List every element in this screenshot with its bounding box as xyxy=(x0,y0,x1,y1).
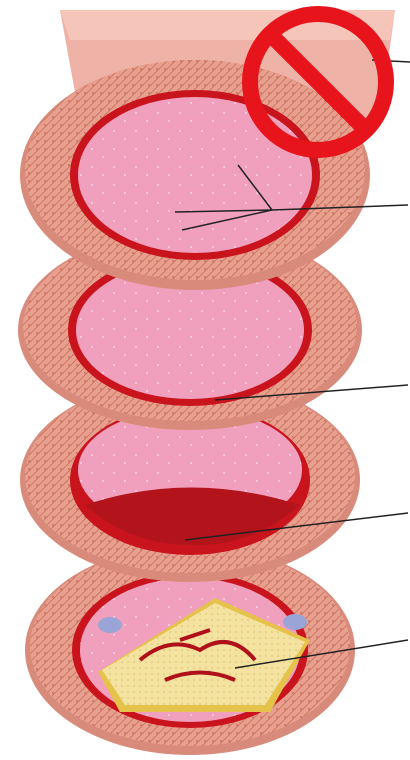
stage-1-cross-section xyxy=(20,60,370,290)
